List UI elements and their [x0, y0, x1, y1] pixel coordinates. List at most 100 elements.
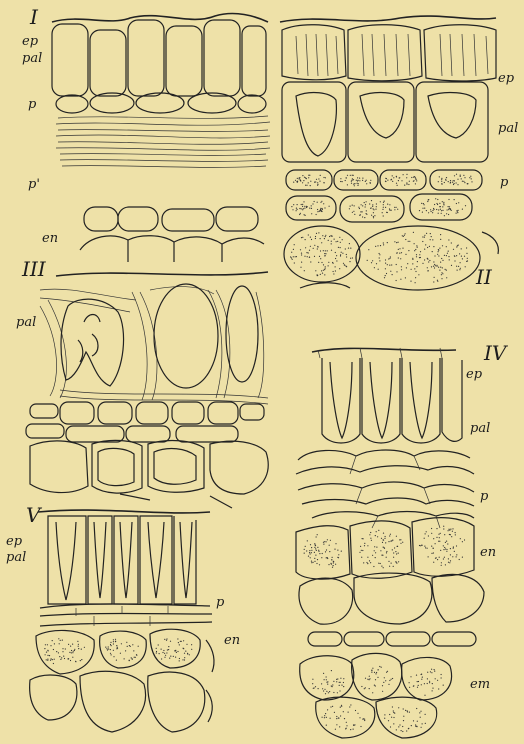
f4-endosperm: [296, 518, 484, 625]
f1-label-ep: ep: [22, 34, 39, 49]
f2-palisade: [282, 82, 488, 162]
f1-endosperm-cell: [216, 207, 258, 231]
f1-palisade-cell: [204, 20, 240, 96]
f5-lumen: [94, 522, 106, 598]
f1-palisade-cell: [242, 26, 266, 96]
f2-palisade-cell: [348, 82, 414, 162]
figure-5-numeral: V: [26, 503, 43, 527]
f3-cell: [30, 441, 88, 493]
f5-label-ep: ep: [6, 534, 23, 549]
f4-endosperm-cell: [296, 526, 350, 579]
f4-embryo: [300, 632, 476, 738]
f2-parenchyma: [286, 170, 482, 222]
f2-storage-cell: [356, 226, 480, 290]
figure-4-numeral: IV: [483, 341, 509, 365]
f4-embryo-cell: [300, 656, 354, 700]
f2-label-p: p: [500, 175, 509, 190]
f2-epidermis-cell: [282, 25, 346, 80]
f2-storage-cell: [284, 226, 360, 282]
f4-endosperm-cell: [412, 518, 474, 577]
f4-label-em: em: [470, 677, 490, 692]
f1-endosperm-cell: [162, 209, 214, 231]
f2-label-pal: pal: [498, 121, 518, 136]
f3-cell: [30, 404, 58, 418]
f4-label-en: en: [480, 545, 496, 560]
f5-lumen: [56, 522, 76, 600]
f3-cell: [98, 402, 132, 424]
f3-cell: [136, 402, 168, 424]
f1-label-en: en: [42, 231, 58, 246]
f4-embryo-cell: [352, 653, 402, 700]
f4-palisade: [318, 348, 462, 443]
f5-palisade-cell: [114, 516, 138, 604]
f4-stipple: [304, 526, 466, 733]
f4-compressed-cells: [296, 450, 474, 528]
f5-endosperm-cell: [36, 630, 94, 674]
f4-embryo-cell: [308, 632, 342, 646]
f5-palisade-cell: [140, 516, 172, 604]
f4-lumen: [330, 362, 352, 438]
f2-label-ep: ep: [498, 71, 515, 86]
f5-palisade-cell: [48, 516, 86, 604]
f2-palisade-cell: [416, 82, 488, 162]
f4-lumen: [370, 362, 392, 438]
f2-parenchyma-cell: [430, 170, 482, 190]
f1-compressed-layer: [56, 116, 270, 167]
f3-parenchyma: [26, 402, 268, 508]
f4-embryo-cell: [344, 632, 384, 646]
f2-epidermis: [282, 25, 496, 81]
f2-parenchyma-cell: [286, 170, 332, 190]
f4-label-ep: ep: [466, 367, 483, 382]
f5-parenchyma: [40, 604, 212, 626]
f2-lumen: [428, 93, 476, 138]
f3-cell: [26, 424, 64, 438]
f3-cell: [176, 426, 238, 442]
f5-label-en: en: [224, 633, 240, 648]
f3-cell: [172, 402, 204, 424]
f4-endosperm-cell: [432, 574, 484, 622]
f4-palisade-cell: [442, 358, 462, 441]
f1-parenchyma-cell: [56, 95, 88, 113]
f5-endosperm: [30, 629, 214, 732]
f1-parenchyma-cell: [238, 95, 266, 113]
f4-endosperm-cell: [350, 521, 412, 578]
f1-palisade-cells: [52, 20, 266, 96]
f5-endosperm-cell: [30, 675, 77, 720]
f5-endosperm-cell: [80, 671, 146, 732]
f2-parenchyma-cell: [286, 196, 336, 220]
f1-label-pal: pal: [22, 51, 42, 66]
figure-5: V ep: [6, 503, 240, 732]
f2-lumen: [360, 93, 404, 138]
f5-endosperm-cell: [150, 629, 200, 668]
f5-lumen: [180, 522, 192, 598]
f3-lumen: [154, 284, 218, 388]
f4-embryo-cell: [386, 632, 430, 646]
figure-2: ep pal p II: [280, 16, 518, 290]
f5-stipple: [44, 638, 192, 664]
f4-label-p: p: [480, 489, 489, 504]
figure-2-numeral: II: [475, 265, 493, 289]
f5-palisade: [48, 516, 196, 604]
f1-cuticle: [52, 14, 268, 22]
f3-cell: [210, 441, 268, 494]
figure-1-numeral: I: [29, 5, 39, 29]
f2-epidermis-cell: [424, 25, 496, 81]
f1-endosperm-cell: [84, 207, 118, 231]
figure-3-numeral: III: [21, 257, 47, 281]
f4-label-pal: pal: [470, 421, 490, 436]
f1-endosperm: [80, 207, 264, 262]
f2-lumen: [296, 93, 336, 156]
f2-palisade-cell: [282, 82, 346, 162]
f1-parenchyma-cell: [136, 93, 184, 113]
figure-1: I: [22, 5, 270, 262]
f1-label-p-prime: p': [28, 177, 40, 192]
f4-embryo-cell: [402, 657, 452, 700]
f5-lumen: [120, 522, 132, 598]
f4-palisade-cell: [362, 358, 400, 443]
f4-palisade-cell: [322, 358, 360, 443]
figure-3: III pal: [16, 257, 268, 508]
f1-endosperm-cell: [118, 207, 158, 231]
f4-embryo-cell: [432, 632, 476, 646]
f5-endosperm-cell: [148, 672, 205, 732]
